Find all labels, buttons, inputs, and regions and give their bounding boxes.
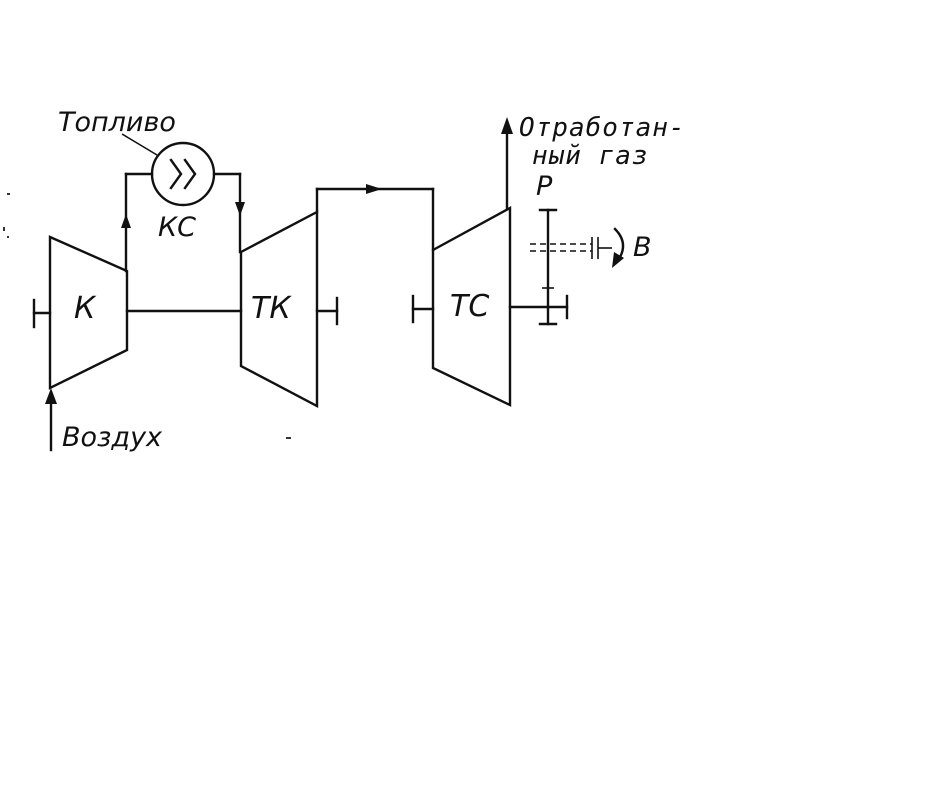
fuel-label: Топливо (58, 107, 176, 138)
reducer-label: Р (536, 171, 553, 202)
propeller-rotation: В (612, 227, 652, 268)
compressor-body (48, 235, 129, 390)
duct-down-arrowhead (235, 202, 245, 216)
speck-1 (7, 193, 10, 195)
compressor-label: К (74, 291, 97, 326)
exhaust: Отработан- ный газ (501, 113, 686, 210)
exhaust-arrowhead (501, 117, 513, 134)
propeller-label: В (633, 232, 652, 263)
compressor-turbine-label: ТК (251, 291, 292, 326)
air-inlet-arrowhead (45, 388, 57, 404)
air-label: Воздух (62, 422, 163, 453)
rotation-arrowhead (612, 252, 624, 268)
duct-horizontal-arrowhead (366, 184, 382, 194)
combustion-chamber-circle (150, 141, 216, 207)
speck-3 (7, 236, 9, 238)
chamber-chevron-1 (169, 158, 183, 190)
reducer-gearbox: Р (508, 171, 612, 326)
scan-specks (3, 193, 291, 439)
tk-to-tc-duct (315, 184, 435, 252)
speck-4 (286, 437, 291, 439)
combustion-chamber: КС Топливо (58, 107, 216, 243)
power-turbine-body (431, 205, 512, 407)
duct-up-arrowhead (121, 214, 131, 228)
combustion-chamber-label: КС (158, 212, 196, 243)
compressor-turbine-body (239, 210, 319, 408)
compressor-to-chamber-duct (121, 172, 154, 273)
power-turbine-label: ТС (450, 289, 489, 324)
power-turbine: ТС (411, 205, 512, 407)
speck-2 (3, 227, 5, 231)
compressor: К (32, 235, 129, 390)
fuel-leader-line (121, 133, 158, 156)
exhaust-label-line2: ный газ (532, 141, 649, 171)
chamber-to-tk-duct (212, 172, 245, 254)
exhaust-label-line1: Отработан- (519, 113, 686, 143)
chamber-chevron-2 (183, 158, 197, 190)
compressor-turbine: ТК (239, 210, 339, 408)
air-inlet: Воздух (45, 388, 163, 453)
